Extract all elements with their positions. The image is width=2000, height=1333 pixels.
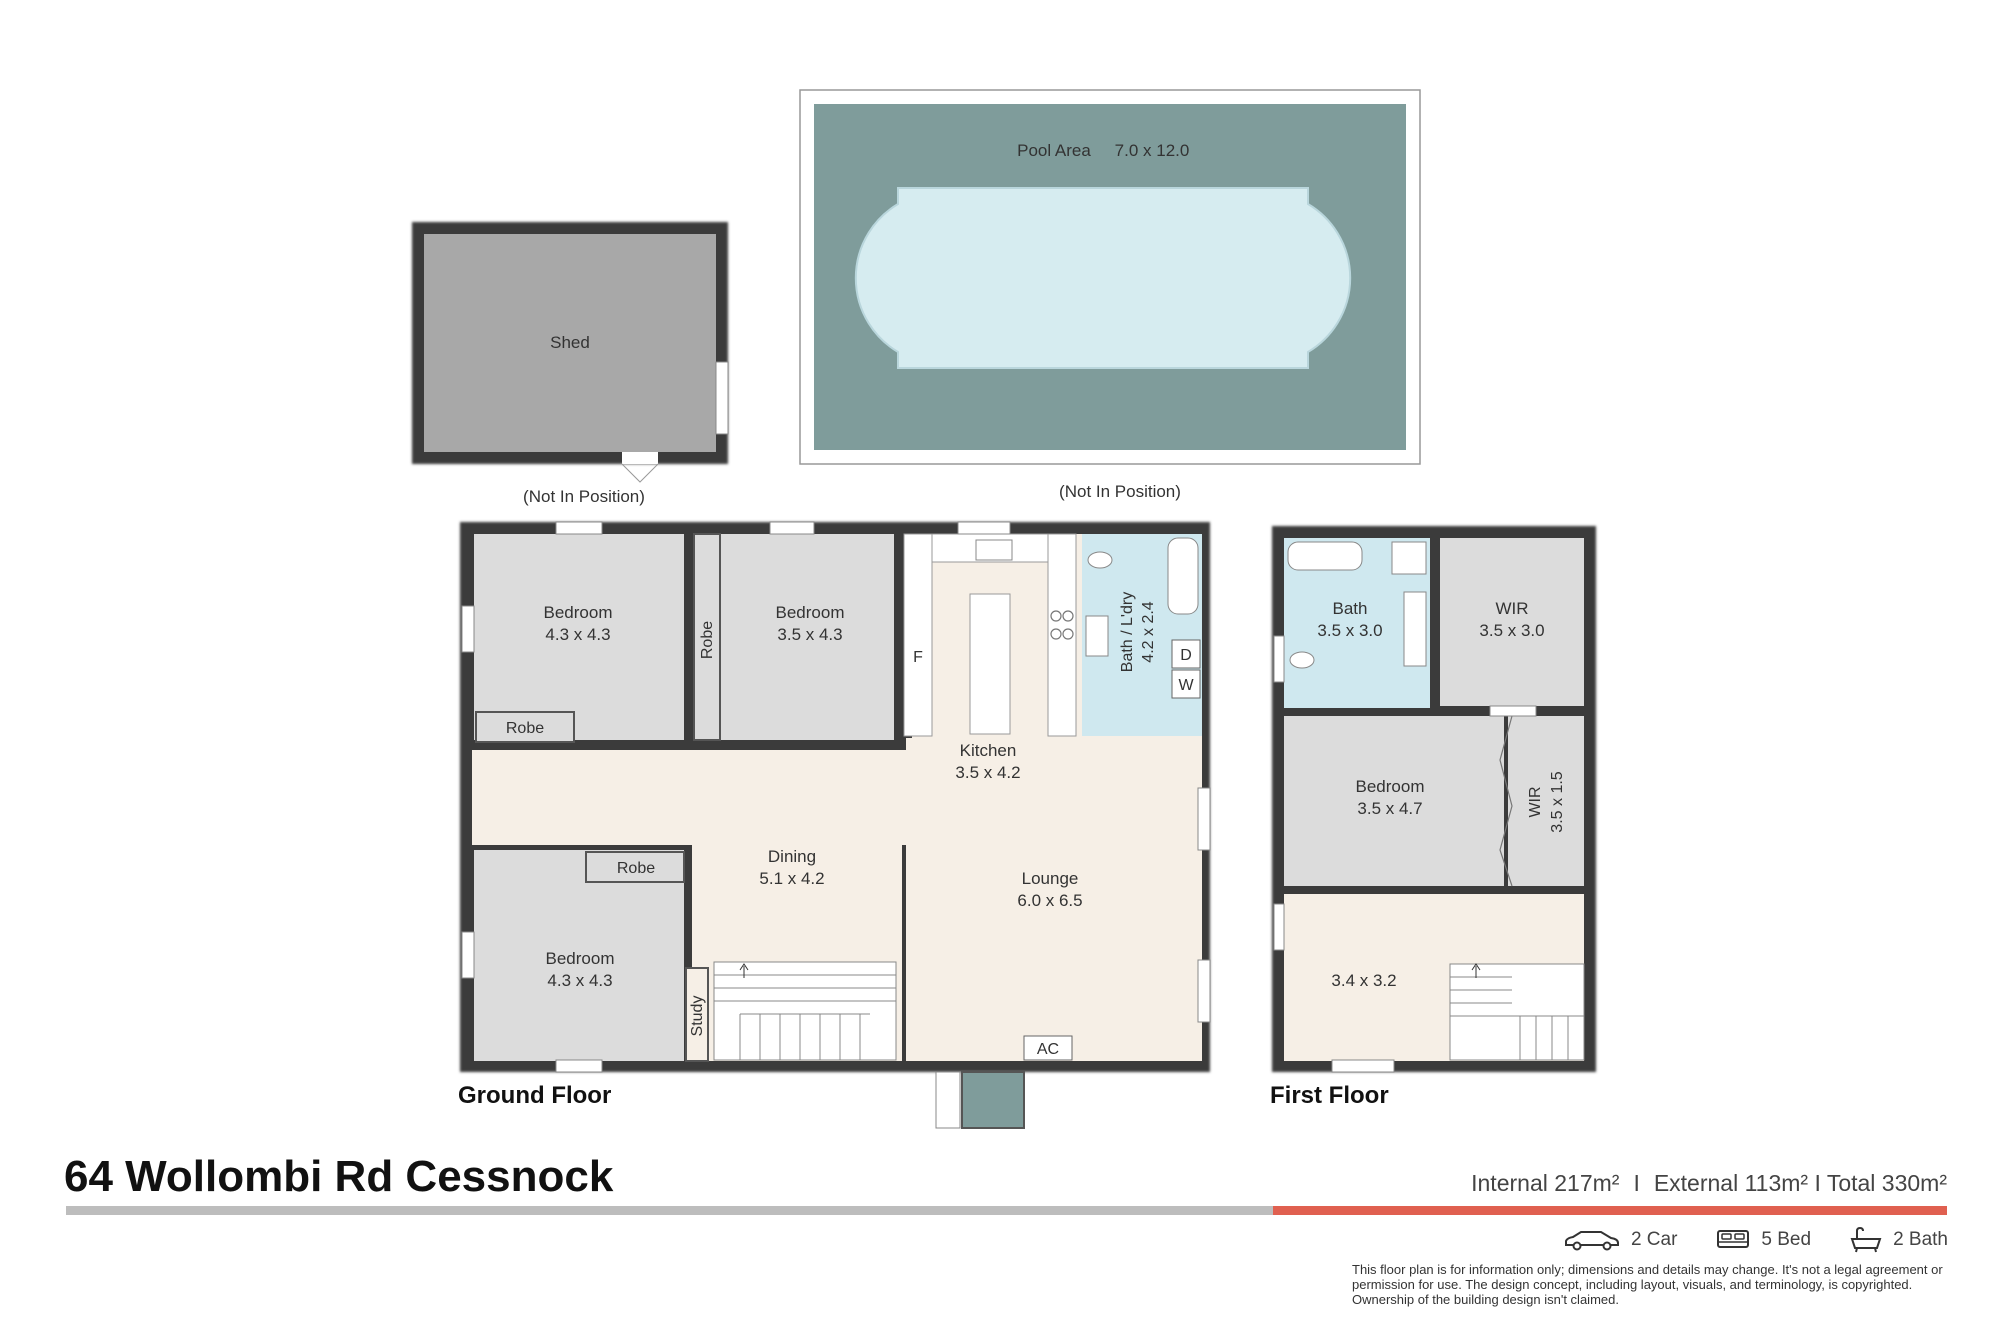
ac-label: AC	[1037, 1041, 1059, 1058]
bath-icon	[1850, 1226, 1882, 1253]
bedroom-2-dims: 3.5 x 4.3	[777, 625, 842, 644]
external-total-area: External 113m² I Total 330m²	[1653, 1170, 1947, 1196]
ground-floor-plan: F D W Bath / L'dry 4.2 x 2.4 Robe Bedroo…	[460, 521, 1211, 1129]
internal-area: Internal 217m²	[1471, 1170, 1620, 1196]
ground-windows	[461, 521, 1211, 1073]
disclaimer-text: This floor plan is for information only;…	[1352, 1262, 1943, 1307]
property-features: 2 Car 5 Bed 2 Bath	[1563, 1226, 1948, 1254]
bedroom-1-dims: 4.3 x 4.3	[545, 625, 610, 644]
entry-landing	[961, 1071, 1025, 1129]
first-bedroom	[1284, 716, 1504, 886]
bath-count: 2 Bath	[1893, 1229, 1948, 1250]
wir-1-name: WIR	[1495, 599, 1528, 618]
first-bath-name: Bath	[1333, 599, 1368, 618]
bed-feature: 5 Bed	[1715, 1228, 1811, 1252]
first-floor-plan: Bath 3.5 x 3.0 WIR 3.5 x 3.0 Bedroom 3.5…	[1272, 526, 1596, 1073]
wir-2-dims: 3.5 x 1.5	[1549, 771, 1566, 832]
first-bathtub-icon	[1287, 541, 1363, 571]
double-vanity-icon	[1403, 591, 1427, 667]
area-summary: Internal 217m² I External 113m² I Total 33…	[1471, 1170, 1947, 1197]
pool-label: Pool Area	[1017, 141, 1091, 160]
bedroom-3-dims: 4.3 x 4.3	[547, 971, 612, 990]
washer-label: W	[1178, 677, 1194, 694]
first-bedroom-name: Bedroom	[1356, 777, 1425, 796]
ground-bedroom-2	[694, 534, 894, 740]
pool-water	[854, 187, 1352, 369]
lounge-dims: 6.0 x 6.5	[1017, 891, 1082, 910]
bed-count: 5 Bed	[1761, 1229, 1812, 1250]
robe-1-label: Robe	[506, 720, 544, 737]
divider-bar	[66, 1206, 1273, 1215]
landing-dims: 3.4 x 3.2	[1331, 971, 1396, 990]
first-stairs	[1449, 963, 1585, 1061]
car-count: 2 Car	[1630, 1229, 1678, 1250]
bath-laundry-name: Bath / L'dry	[1119, 592, 1136, 672]
first-wir-1	[1440, 538, 1584, 706]
accent-bar	[1273, 1206, 1947, 1215]
cooktop-icon	[1050, 610, 1074, 640]
bath-feature: 2 Bath	[1849, 1226, 1948, 1254]
car-icon	[1564, 1231, 1619, 1251]
first-bath-dims: 3.5 x 3.0	[1317, 621, 1382, 640]
shed-label: Shed	[550, 333, 590, 352]
ground-floor-title: Ground Floor	[458, 1082, 612, 1109]
study-label: Study	[689, 996, 706, 1037]
ground-stairs	[713, 961, 897, 1061]
first-toilet-icon	[1289, 651, 1315, 669]
first-bedroom-dims: 3.5 x 4.7	[1357, 799, 1422, 818]
dining-name: Dining	[768, 847, 816, 866]
shed-door	[622, 452, 658, 464]
wir-2-name: WIR	[1527, 786, 1544, 817]
first-floor-title: First Floor	[1270, 1082, 1389, 1109]
kitchen-dims: 3.5 x 4.2	[955, 763, 1020, 782]
ground-bedroom-1	[474, 534, 684, 740]
dryer-label: D	[1180, 647, 1192, 664]
robe-3-label: Robe	[617, 860, 655, 877]
bed-icon	[1717, 1230, 1750, 1248]
vanity-icon	[1085, 615, 1109, 657]
wir-1-dims: 3.5 x 3.0	[1479, 621, 1544, 640]
toilet-icon	[1087, 551, 1113, 569]
kitchen-island	[969, 593, 1011, 735]
car-feature: 2 Car	[1563, 1229, 1677, 1251]
shower-icon	[1391, 541, 1427, 575]
bedroom-1-name: Bedroom	[544, 603, 613, 622]
shed: Shed	[412, 222, 729, 483]
pool-dims: 7.0 x 12.0	[1115, 141, 1190, 160]
ground-bedroom-3	[474, 850, 684, 1061]
first-windows	[1273, 635, 1537, 1073]
first-wir-2	[1508, 716, 1584, 886]
shed-not-in-position: (Not In Position)	[523, 487, 645, 506]
fridge-label: F	[913, 649, 923, 666]
area-separator: I	[1633, 1170, 1640, 1196]
pool-area: Pool Area 7.0 x 12.0	[799, 89, 1421, 465]
pool-not-in-position: (Not In Position)	[1059, 482, 1181, 501]
bathtub-icon	[1167, 537, 1199, 615]
kitchen-name: Kitchen	[960, 741, 1017, 760]
bath-laundry-dims: 4.2 x 2.4	[1140, 601, 1157, 662]
property-address: 64 Wollombi Rd Cessnock	[64, 1152, 614, 1201]
dining-dims: 5.1 x 4.2	[759, 869, 824, 888]
robe-2-label: Robe	[699, 621, 716, 659]
lounge-name: Lounge	[1022, 869, 1079, 888]
kitchen-sink	[975, 539, 1013, 561]
bedroom-2-name: Bedroom	[776, 603, 845, 622]
bedroom-3-name: Bedroom	[546, 949, 615, 968]
shed-window	[715, 361, 729, 435]
